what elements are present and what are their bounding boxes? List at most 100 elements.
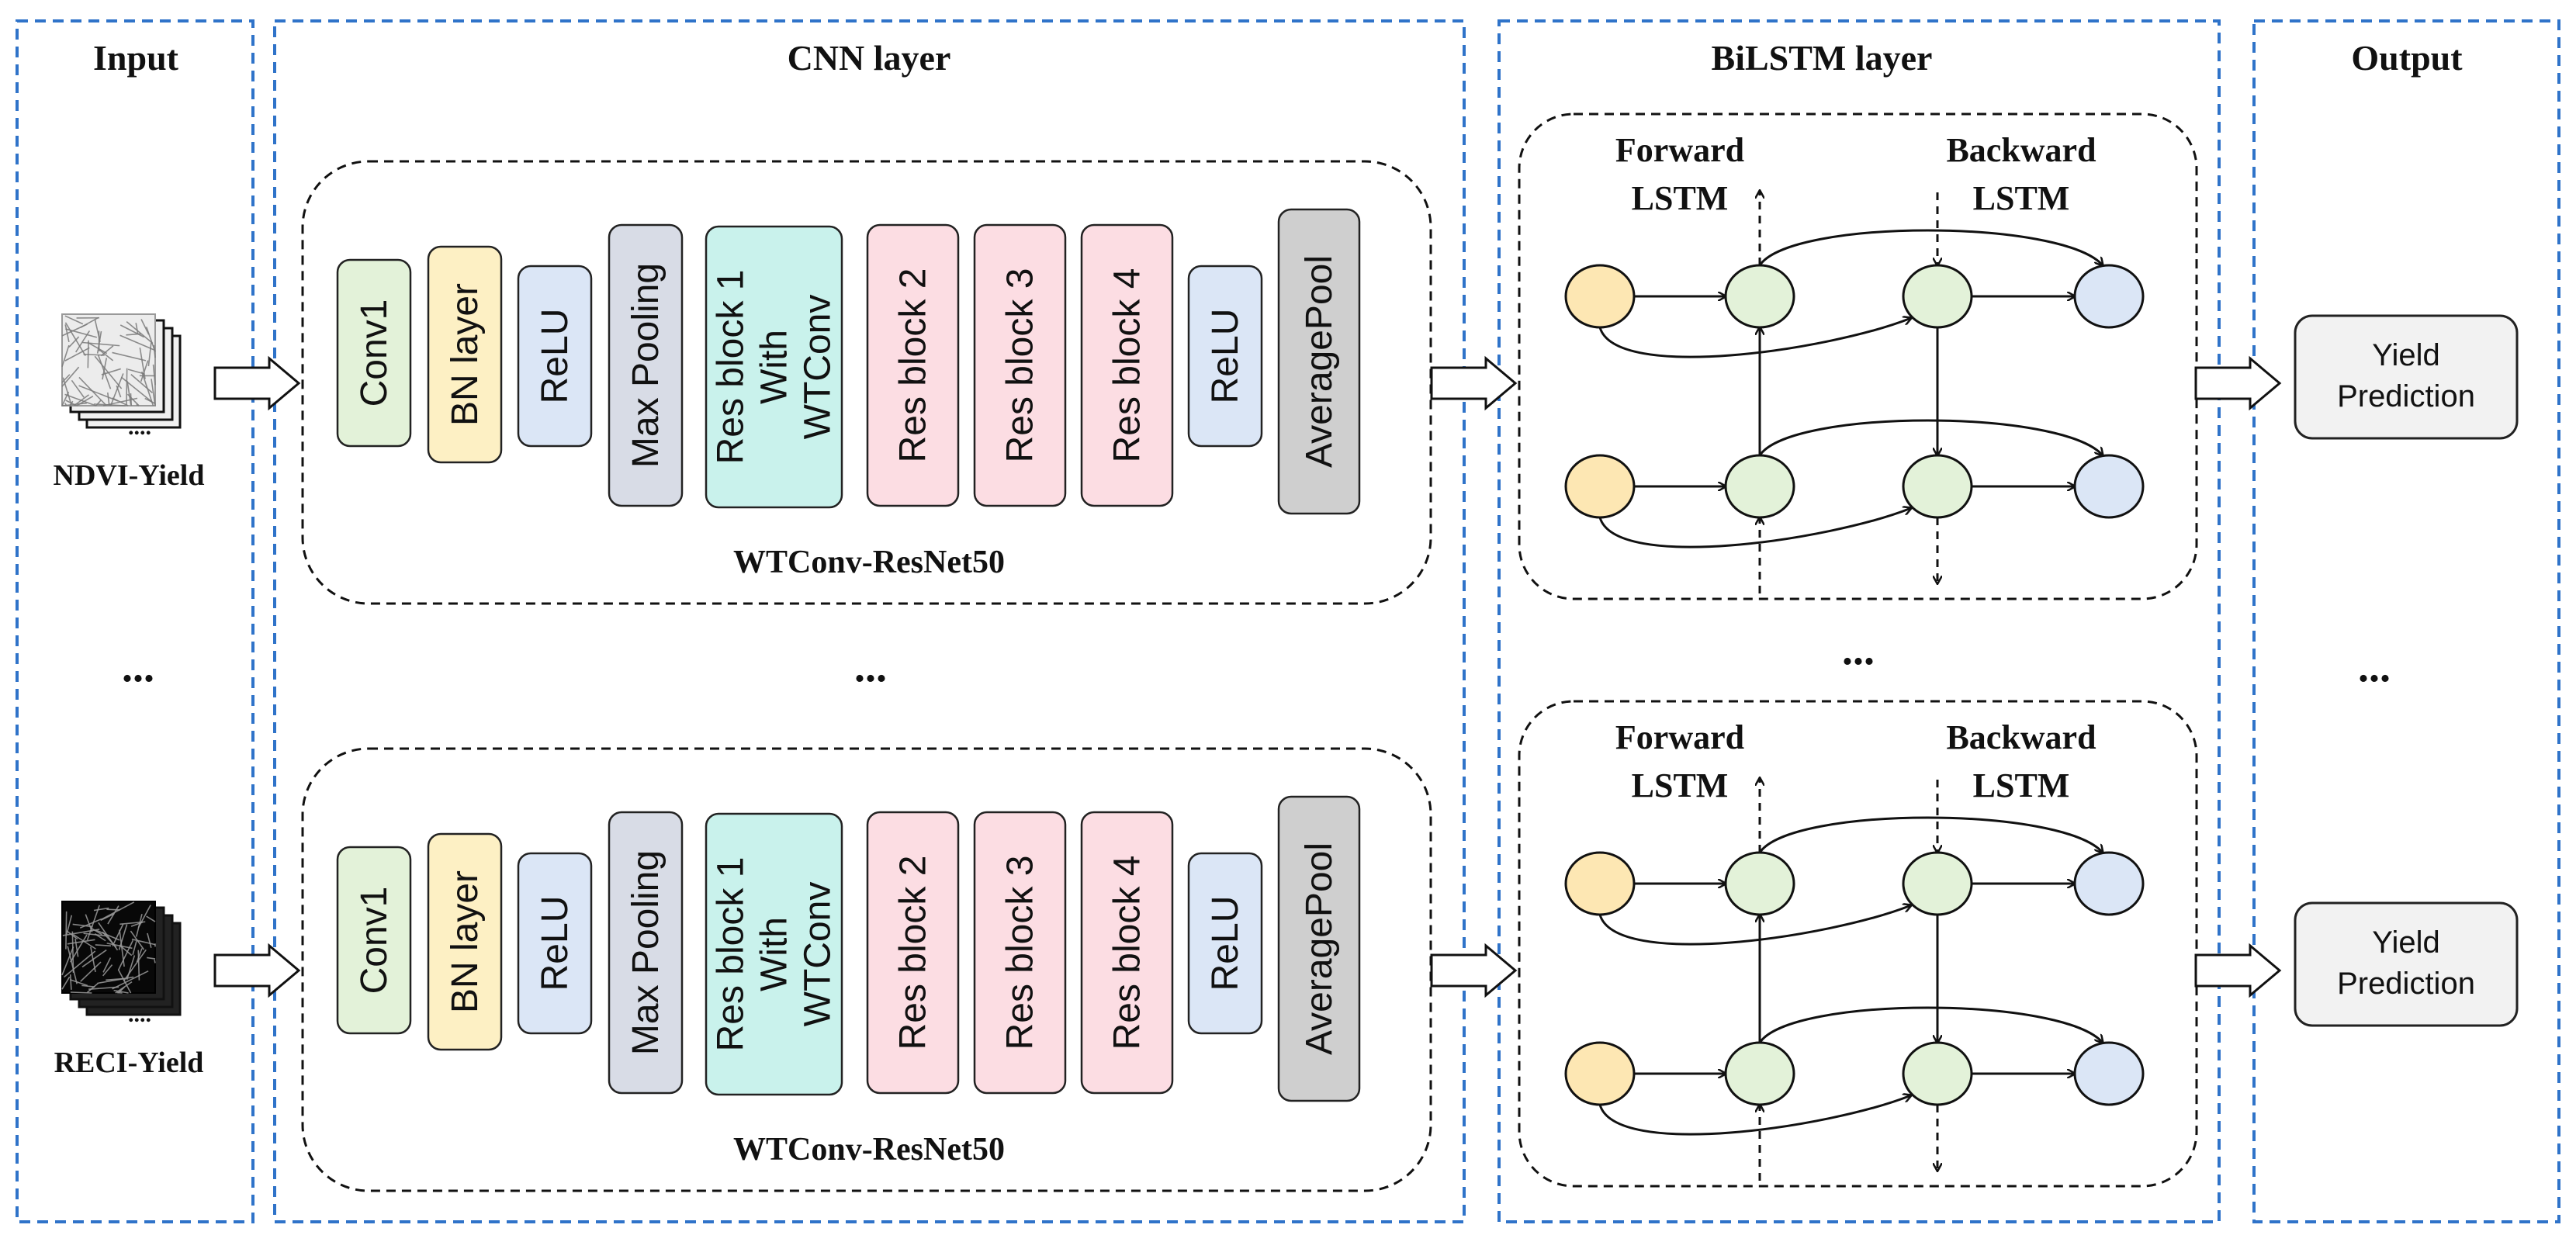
texture-streak <box>146 915 156 922</box>
texture-streak <box>119 324 144 338</box>
cnn-block-box <box>866 811 960 1095</box>
texture-streak <box>70 934 88 963</box>
texture-streak <box>64 347 90 362</box>
texture-streak <box>61 366 80 387</box>
input-header: Input <box>93 38 179 78</box>
lstm-output-node <box>2073 264 2145 329</box>
cnn-block-label-line: BN layer <box>445 870 486 1013</box>
texture-streak <box>64 393 96 407</box>
cnn-to-bilstm-arrow <box>1430 943 1518 998</box>
input-section <box>16 19 254 1223</box>
texture-streak <box>85 914 93 932</box>
cnn-block-box <box>1277 795 1361 1102</box>
texture-streak <box>74 939 79 957</box>
texture-streak <box>67 946 78 984</box>
cnn-block-label: BN layer <box>445 283 486 426</box>
texture-streak <box>136 948 143 963</box>
cnn-block-4: Max Pooling <box>608 223 684 507</box>
cnn-block-label: ReLU <box>1205 896 1246 991</box>
edge-input-to-backward <box>1598 318 1911 358</box>
bilstm-container <box>1518 700 2198 1188</box>
texture-streak <box>98 922 119 951</box>
cnn-block-box <box>1080 223 1174 507</box>
texture-streak <box>62 377 72 404</box>
cnn-block-label: ReLU <box>535 309 576 404</box>
texture-streak <box>99 349 114 362</box>
cnn-block-label-line: AveragePool <box>1299 842 1340 1055</box>
cnn-block-box <box>608 223 684 507</box>
texture-streak <box>126 393 140 407</box>
texture-streak <box>137 950 140 981</box>
cnn-block-label-line: ReLU <box>535 896 576 991</box>
cnn-block-box <box>705 812 843 1096</box>
input-ellipsis: ... <box>122 643 154 691</box>
cnn-block-label: Res block 1WithWTConv <box>711 270 839 465</box>
cnn-block-label-line: BN layer <box>445 283 486 426</box>
cnn-block-label-line: Res block 4 <box>1107 856 1148 1050</box>
output-section <box>2252 19 2560 1223</box>
edge-input-to-backward <box>1598 905 1911 946</box>
output-header: Output <box>2351 38 2463 78</box>
texture-streak <box>94 355 123 389</box>
cnn-header: CNN layer <box>788 38 951 78</box>
cnn-block-6: Res block 2 <box>866 811 960 1095</box>
edge-forward-to-output <box>1758 419 2103 455</box>
cnn-block-box <box>866 223 960 507</box>
input-image-0 <box>61 313 182 429</box>
texture-streak <box>61 402 87 407</box>
texture-streak <box>126 368 128 407</box>
texture-streak <box>130 930 145 950</box>
texture-streak <box>64 315 84 325</box>
texture-streak <box>132 940 137 956</box>
texture-streak <box>117 986 125 994</box>
cnn-block-label-line: Res block 4 <box>1107 268 1148 463</box>
input-label: NDVI-Yield <box>54 459 205 492</box>
texture-streak <box>71 931 74 973</box>
texture-streak <box>130 374 153 393</box>
edge-input-to-backward <box>1598 508 1911 548</box>
forward-lstm-node <box>1724 1041 1795 1106</box>
network-name-label: WTConv-ResNet50 <box>733 545 1005 580</box>
texture-streak <box>87 341 108 355</box>
texture-streak <box>76 396 94 407</box>
input-to-cnn-arrow <box>213 943 301 998</box>
cnn-block-6: Res block 2 <box>866 223 960 507</box>
cnn-block-label-line: Conv1 <box>354 887 395 995</box>
lstm-input-node <box>1564 264 1636 329</box>
cnn-block-5: Res block 1WithWTConv <box>705 225 843 509</box>
cnn-block-box <box>1277 208 1361 515</box>
texture-streak <box>62 929 100 936</box>
cnn-block-1: Conv1 <box>336 258 412 448</box>
cnn-block-box <box>336 258 412 448</box>
cnn-block-7: Res block 3 <box>973 223 1067 507</box>
cnn-block-label-line: Conv1 <box>354 299 395 407</box>
lstm-output-node <box>2073 851 2145 916</box>
texture-streak <box>81 984 95 988</box>
cnn-block-box <box>1080 811 1174 1095</box>
cnn-block-8: Res block 4 <box>1080 811 1174 1095</box>
forward-lstm-node <box>1724 454 1795 519</box>
texture-streak <box>123 949 147 982</box>
lstm-input-node <box>1564 454 1636 519</box>
yield-prediction-label: Prediction <box>2337 967 2475 1001</box>
forward-lstm-label: Forward <box>1615 131 1744 169</box>
cnn-block-5: Res block 1WithWTConv <box>705 812 843 1096</box>
cnn-block-label-line: Max Pooling <box>625 263 667 468</box>
cnn-block-box <box>336 846 412 1035</box>
cnn-block-label-line: Res block 1 <box>711 857 752 1052</box>
texture-streak <box>83 932 107 937</box>
lstm-input-node <box>1564 851 1636 916</box>
bilstm-header: BiLSTM layer <box>1712 38 1933 78</box>
texture-streak <box>66 915 73 935</box>
cnn-block-3: ReLU <box>517 852 593 1035</box>
bilstm-ellipsis: ... <box>1842 626 1875 674</box>
texture-streak <box>65 911 68 950</box>
output-ellipsis: ... <box>2358 643 2391 691</box>
cnn-section <box>273 19 1466 1223</box>
cnn-block-label: Res block 3 <box>1000 268 1041 463</box>
cnn-to-bilstm-arrow <box>1430 355 1518 411</box>
backward-lstm-node <box>1902 264 1973 329</box>
texture-streak <box>147 342 152 367</box>
image-stack-dots: .... <box>128 1002 151 1027</box>
